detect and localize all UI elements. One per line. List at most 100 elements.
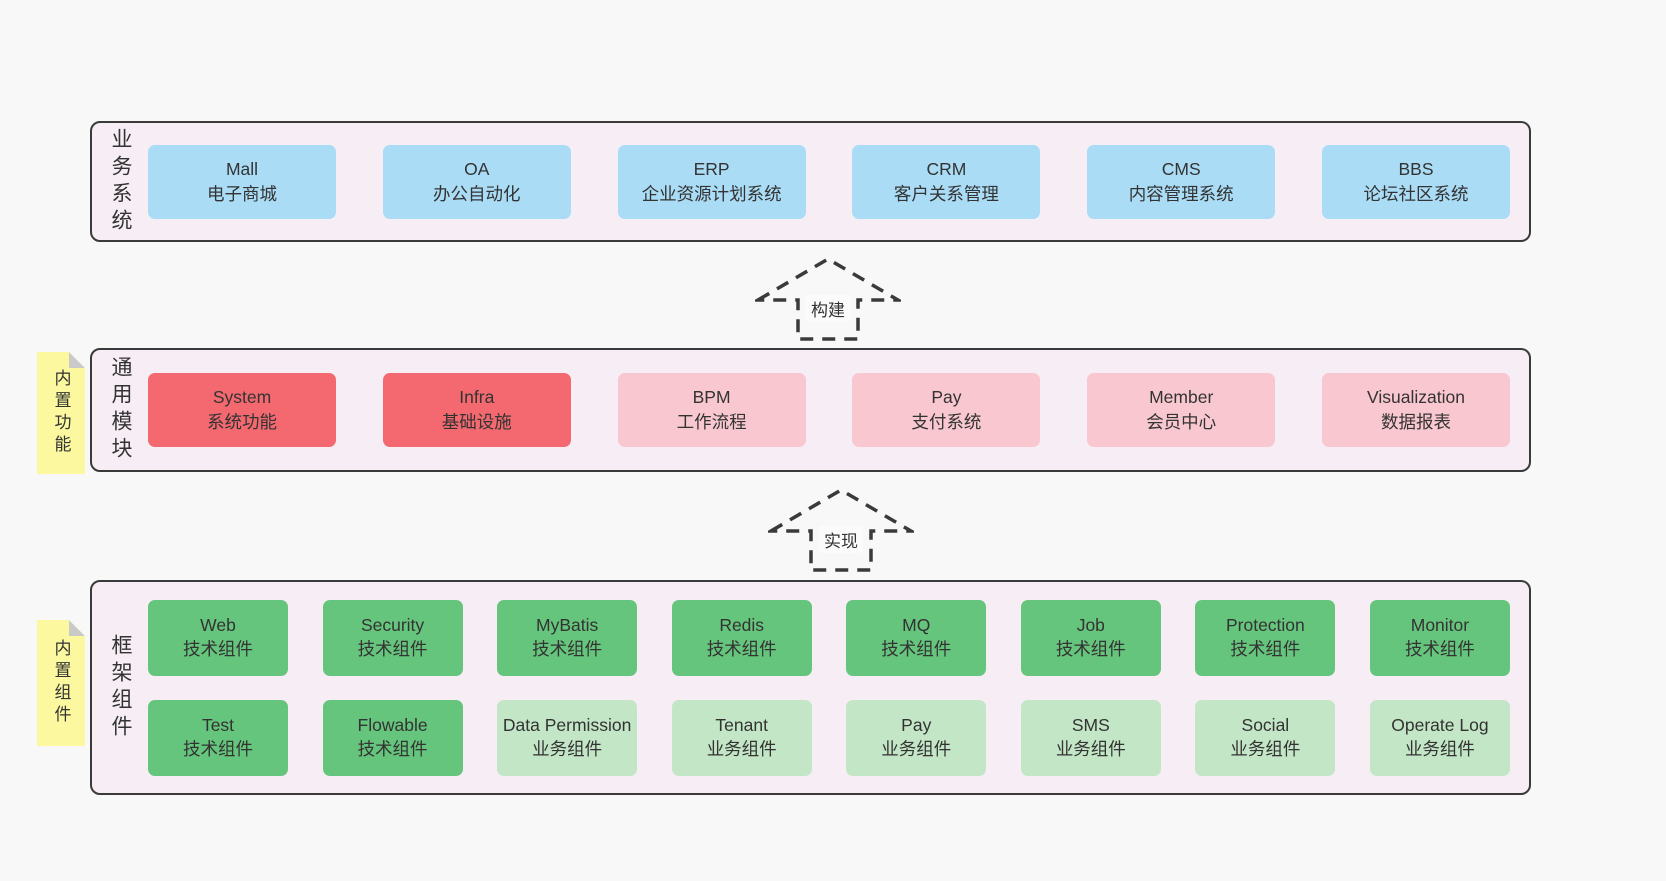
arrow-build: 构建 xyxy=(755,255,901,343)
box-label-en: CMS xyxy=(1161,158,1201,179)
box-label-en: Visualization xyxy=(1367,387,1465,408)
box-mq: MQ 技术组件 xyxy=(846,599,987,676)
box-label-zh: 业务组件 xyxy=(881,738,952,759)
box-web: Web 技术组件 xyxy=(148,599,288,676)
box-bbs: BBS 论坛社区系统 xyxy=(1321,144,1510,219)
box-label-zh: 内容管理系统 xyxy=(1128,183,1234,204)
box-label-zh: 会员中心 xyxy=(1146,412,1217,432)
box-security: Security 技术组件 xyxy=(322,599,463,676)
box-label-en: BPM xyxy=(692,387,731,408)
arrow-build-label: 构建 xyxy=(806,295,850,322)
sticky-note-built-in-components: 内置组件 xyxy=(37,620,85,746)
up-arrow-icon xyxy=(768,487,914,572)
box-label-en: Infra xyxy=(459,387,495,408)
box-label-zh: 工作流程 xyxy=(676,412,747,432)
modules-box-row: System 系统功能 Infra 基础设施 BPM 工作流程 Pay 支付系统 Member 会… xyxy=(148,350,1529,470)
arrow-implement: 实现 xyxy=(768,486,914,574)
box-label-en: Test xyxy=(201,714,235,735)
box-label-en: MQ xyxy=(902,614,931,635)
box-label-zh: 数据报表 xyxy=(1380,412,1451,432)
box-label-zh: 技术组件 xyxy=(183,638,253,659)
box-label-en: Data Permission xyxy=(502,714,632,735)
box-label-en: Web xyxy=(200,614,236,635)
box-oa: OA 办公自动化 xyxy=(382,144,571,219)
box-label-zh: 技术组件 xyxy=(532,638,603,659)
box-label-en: MyBatis xyxy=(536,614,599,635)
box-label-zh: 技术组件 xyxy=(357,738,428,759)
box-label-en: Monitor xyxy=(1410,614,1470,635)
box-label-zh: 技术组件 xyxy=(881,638,952,659)
arrow-implement-label: 实现 xyxy=(819,526,863,553)
box-flowable: Flowable 技术组件 xyxy=(322,699,463,776)
layer-label-business: 业务系统 xyxy=(109,127,132,236)
box-label-en: Flowable xyxy=(357,714,428,735)
box-label-en: OA xyxy=(464,158,490,179)
box-label-zh: 论坛社区系统 xyxy=(1363,183,1469,204)
box-label-zh: 业务组件 xyxy=(1055,738,1126,759)
box-label-zh: 业务组件 xyxy=(706,738,777,759)
box-label-en: Protection xyxy=(1225,614,1305,635)
box-redis: Redis 技术组件 xyxy=(671,599,812,676)
layer-common-modules: 通用模块 System 系统功能 Infra 基础设施 BPM 工作流程 Pay 支付系统 Me… xyxy=(90,348,1531,472)
box-social: Social 业务组件 xyxy=(1195,699,1336,776)
box-label-zh: 技术组件 xyxy=(1055,638,1126,659)
box-label-en: ERP xyxy=(693,158,730,179)
up-arrow-icon xyxy=(755,256,901,341)
sticky-note-label: 内置功能 xyxy=(51,369,71,457)
layer-label-modules: 通用模块 xyxy=(109,356,132,464)
box-label-en: CRM xyxy=(926,158,967,179)
box-label-en: Security xyxy=(360,614,425,635)
box-label-zh: 电子商城 xyxy=(207,183,277,204)
layer-label-components: 框架组件 xyxy=(109,633,132,742)
box-cms: CMS 内容管理系统 xyxy=(1087,144,1276,219)
box-label-en: Operate Log xyxy=(1391,714,1489,735)
box-label-zh: 支付系统 xyxy=(911,412,982,432)
box-label-en: SMS xyxy=(1071,714,1110,735)
box-erp: ERP 企业资源计划系统 xyxy=(617,144,806,219)
box-label-en: Job xyxy=(1076,614,1105,635)
box-label-zh: 技术组件 xyxy=(706,638,777,659)
sticky-note-built-in-functions: 内置功能 xyxy=(37,352,85,474)
box-sms: SMS 业务组件 xyxy=(1020,699,1161,776)
box-label-zh: 业务组件 xyxy=(532,738,603,759)
box-label-en: Social xyxy=(1241,714,1290,735)
box-job: Job 技术组件 xyxy=(1020,599,1161,676)
box-pay: Pay 业务组件 xyxy=(846,699,987,776)
box-label-zh: 技术组件 xyxy=(183,738,253,759)
box-label-zh: 业务组件 xyxy=(1404,738,1475,759)
box-label-en: Mall xyxy=(225,158,259,179)
box-label-en: BBS xyxy=(1398,158,1434,179)
sticky-note-label: 内置组件 xyxy=(51,639,71,727)
box-visualization: Visualization 数据报表 xyxy=(1321,373,1510,447)
box-mall: Mall 电子商城 xyxy=(148,144,336,219)
box-test: Test 技术组件 xyxy=(148,699,288,776)
box-tenant: Tenant 业务组件 xyxy=(671,699,812,776)
box-label-zh: 办公自动化 xyxy=(433,183,521,204)
box-label-zh: 技术组件 xyxy=(1230,638,1301,659)
box-operate-log: Operate Log 业务组件 xyxy=(1369,699,1510,776)
box-label-zh: 系统功能 xyxy=(207,412,277,432)
box-label-zh: 企业资源计划系统 xyxy=(641,183,782,204)
box-label-en: System xyxy=(212,387,272,408)
box-system: System 系统功能 xyxy=(148,373,336,447)
box-label-zh: 技术组件 xyxy=(357,638,428,659)
box-label-en: Member xyxy=(1149,387,1214,408)
box-protection: Protection 技术组件 xyxy=(1195,599,1336,676)
business-box-row: Mall 电子商城 OA 办公自动化 ERP 企业资源计划系统 CRM 客户关系管理 CMS 内容… xyxy=(148,123,1529,240)
box-label-en: Pay xyxy=(901,714,932,735)
box-label-zh: 客户关系管理 xyxy=(893,183,999,204)
box-bpm: BPM 工作流程 xyxy=(617,373,806,447)
box-label-zh: 业务组件 xyxy=(1230,738,1301,759)
box-label-en: Pay xyxy=(931,387,962,408)
box-member: Member 会员中心 xyxy=(1087,373,1276,447)
box-label-en: Tenant xyxy=(715,714,768,735)
box-pay: Pay 支付系统 xyxy=(852,373,1041,447)
box-label-en: Redis xyxy=(719,614,765,635)
box-label-zh: 基础设施 xyxy=(441,412,512,432)
